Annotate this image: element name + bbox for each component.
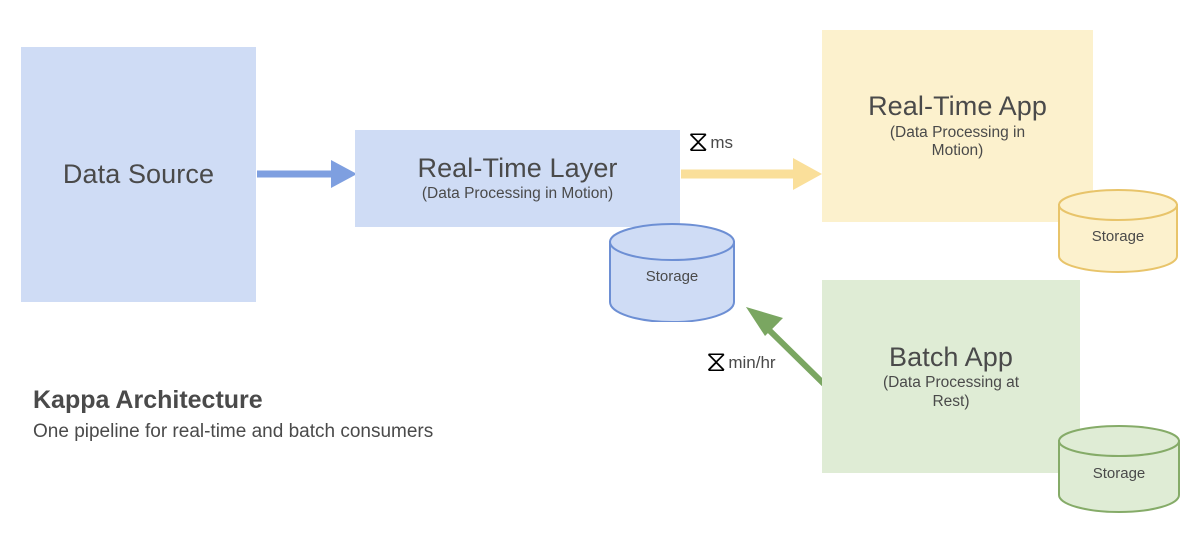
arrow-layer-to-real-time-app	[681, 158, 822, 190]
node-data-source-title: Data Source	[62, 159, 215, 190]
cylinder-icon	[1058, 189, 1178, 273]
node-batch-app[interactable]: Batch App (Data Processing at Rest)	[822, 280, 1080, 473]
node-real-time-layer-subtitle: (Data Processing in Motion)	[421, 185, 614, 203]
hourglass-icon: ⧖	[706, 344, 727, 378]
node-real-time-app-subtitle: (Data Processing in Motion)	[889, 123, 1026, 160]
diagram-subtitle: One pipeline for real-time and batch con…	[33, 421, 434, 443]
cylinder-icon	[609, 223, 735, 322]
diagram-caption: Kappa Architecture One pipeline for real…	[33, 385, 463, 445]
diagram-title: Kappa Architecture	[33, 386, 263, 414]
node-data-source[interactable]: Data Source	[21, 47, 256, 302]
storage-layer[interactable]: Storage	[608, 222, 736, 322]
storage-batch-app[interactable]: Storage	[1057, 424, 1181, 513]
arrow-source-to-layer	[257, 160, 357, 188]
latency-marker-min-hr: ⧖ min/hr	[706, 344, 776, 378]
node-real-time-app-title: Real-Time App	[868, 91, 1047, 122]
storage-real-time-app[interactable]: Storage	[1057, 188, 1179, 273]
node-real-time-layer-title: Real-Time Layer	[417, 153, 618, 184]
latency-marker-ms: ⧖ ms	[688, 124, 734, 158]
node-real-time-layer[interactable]: Real-Time Layer (Data Processing in Moti…	[355, 130, 680, 227]
latency-ms-label: ms	[710, 132, 734, 152]
node-real-time-app[interactable]: Real-Time App (Data Processing in Motion…	[822, 30, 1093, 222]
cylinder-icon	[1058, 425, 1180, 513]
hourglass-icon: ⧖	[688, 124, 709, 158]
node-batch-app-title: Batch App	[889, 341, 1013, 372]
node-batch-app-subtitle: (Data Processing at Rest)	[882, 374, 1020, 410]
latency-min-hr-label: min/hr	[728, 352, 776, 372]
